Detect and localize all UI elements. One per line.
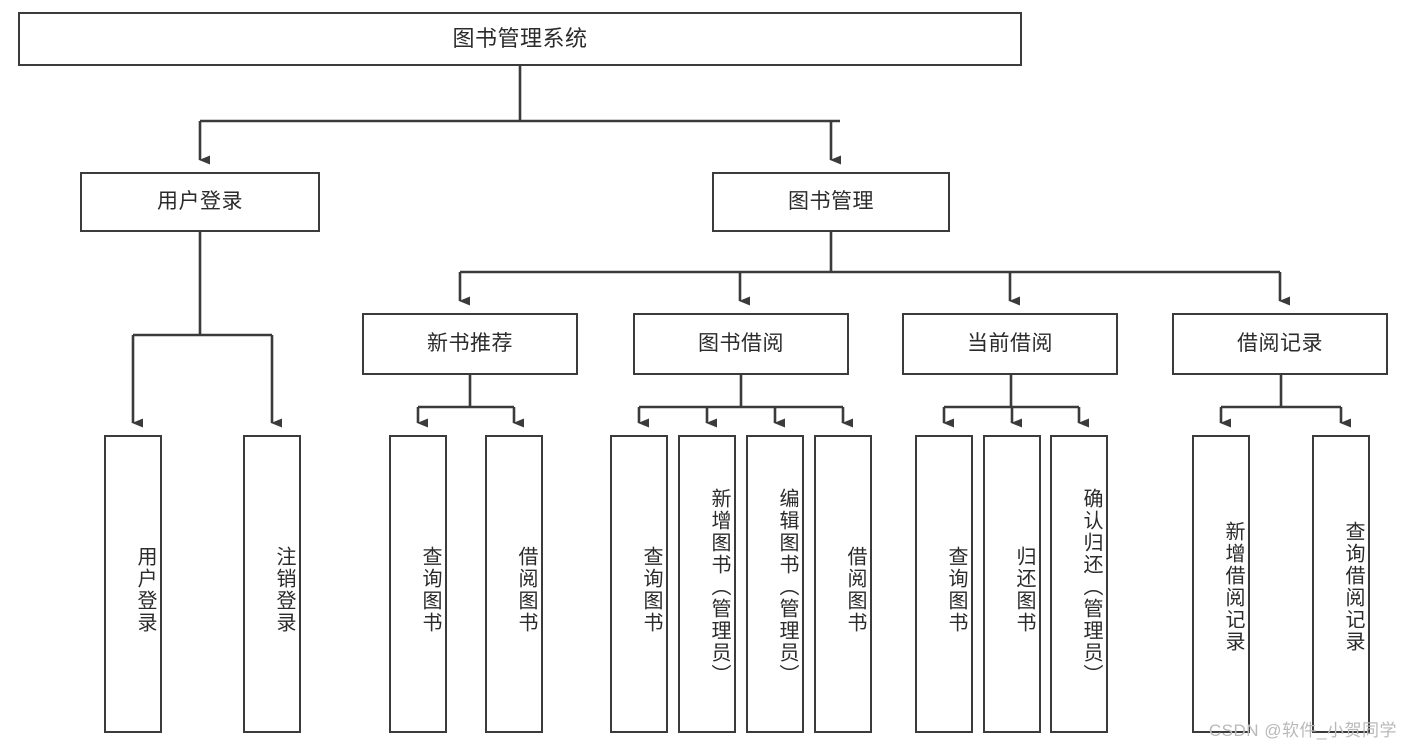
node-current-borrow-label: 当前借阅 xyxy=(967,332,1053,356)
node-leaf-borrow-book-2[interactable]: 借阅图书 xyxy=(814,435,872,733)
node-book-manage[interactable]: 图书管理 xyxy=(712,172,950,232)
node-book-borrow[interactable]: 图书借阅 xyxy=(633,313,849,375)
node-root-label: 图书管理系统 xyxy=(452,25,588,51)
node-leaf-add-record[interactable]: 新增借阅记录 xyxy=(1192,435,1250,733)
node-leaf-user-login[interactable]: 用户登录 xyxy=(104,435,162,733)
node-root-system[interactable]: 图书管理系统 xyxy=(18,12,1022,66)
node-borrow-records[interactable]: 借阅记录 xyxy=(1172,313,1388,375)
node-new-book-rec[interactable]: 新书推荐 xyxy=(362,313,578,375)
node-book-manage-label: 图书管理 xyxy=(788,190,874,214)
node-leaf-query-record[interactable]: 查询借阅记录 xyxy=(1312,435,1370,733)
node-borrow-records-label: 借阅记录 xyxy=(1237,332,1323,356)
node-leaf-add-book[interactable]: 新增图书（管理员） xyxy=(678,435,736,733)
csdn-watermark: CSDN @软件_小贺同学 xyxy=(1208,721,1397,740)
node-leaf-confirm-return[interactable]: 确认归还（管理员） xyxy=(1050,435,1108,733)
node-leaf-query-book-1[interactable]: 查询图书 xyxy=(389,435,447,733)
node-leaf-query-book-3[interactable]: 查询图书 xyxy=(915,435,973,733)
node-book-borrow-label: 图书借阅 xyxy=(698,332,784,356)
node-user-login[interactable]: 用户登录 xyxy=(80,172,320,232)
node-leaf-logout[interactable]: 注销登录 xyxy=(243,435,301,733)
node-leaf-edit-book[interactable]: 编辑图书（管理员） xyxy=(746,435,804,733)
node-leaf-return-book[interactable]: 归还图书 xyxy=(983,435,1041,733)
node-leaf-query-book-2[interactable]: 查询图书 xyxy=(610,435,668,733)
node-new-book-rec-label: 新书推荐 xyxy=(427,332,513,356)
node-leaf-borrow-book-1[interactable]: 借阅图书 xyxy=(485,435,543,733)
node-user-login-label: 用户登录 xyxy=(157,190,243,214)
node-current-borrow[interactable]: 当前借阅 xyxy=(902,313,1118,375)
